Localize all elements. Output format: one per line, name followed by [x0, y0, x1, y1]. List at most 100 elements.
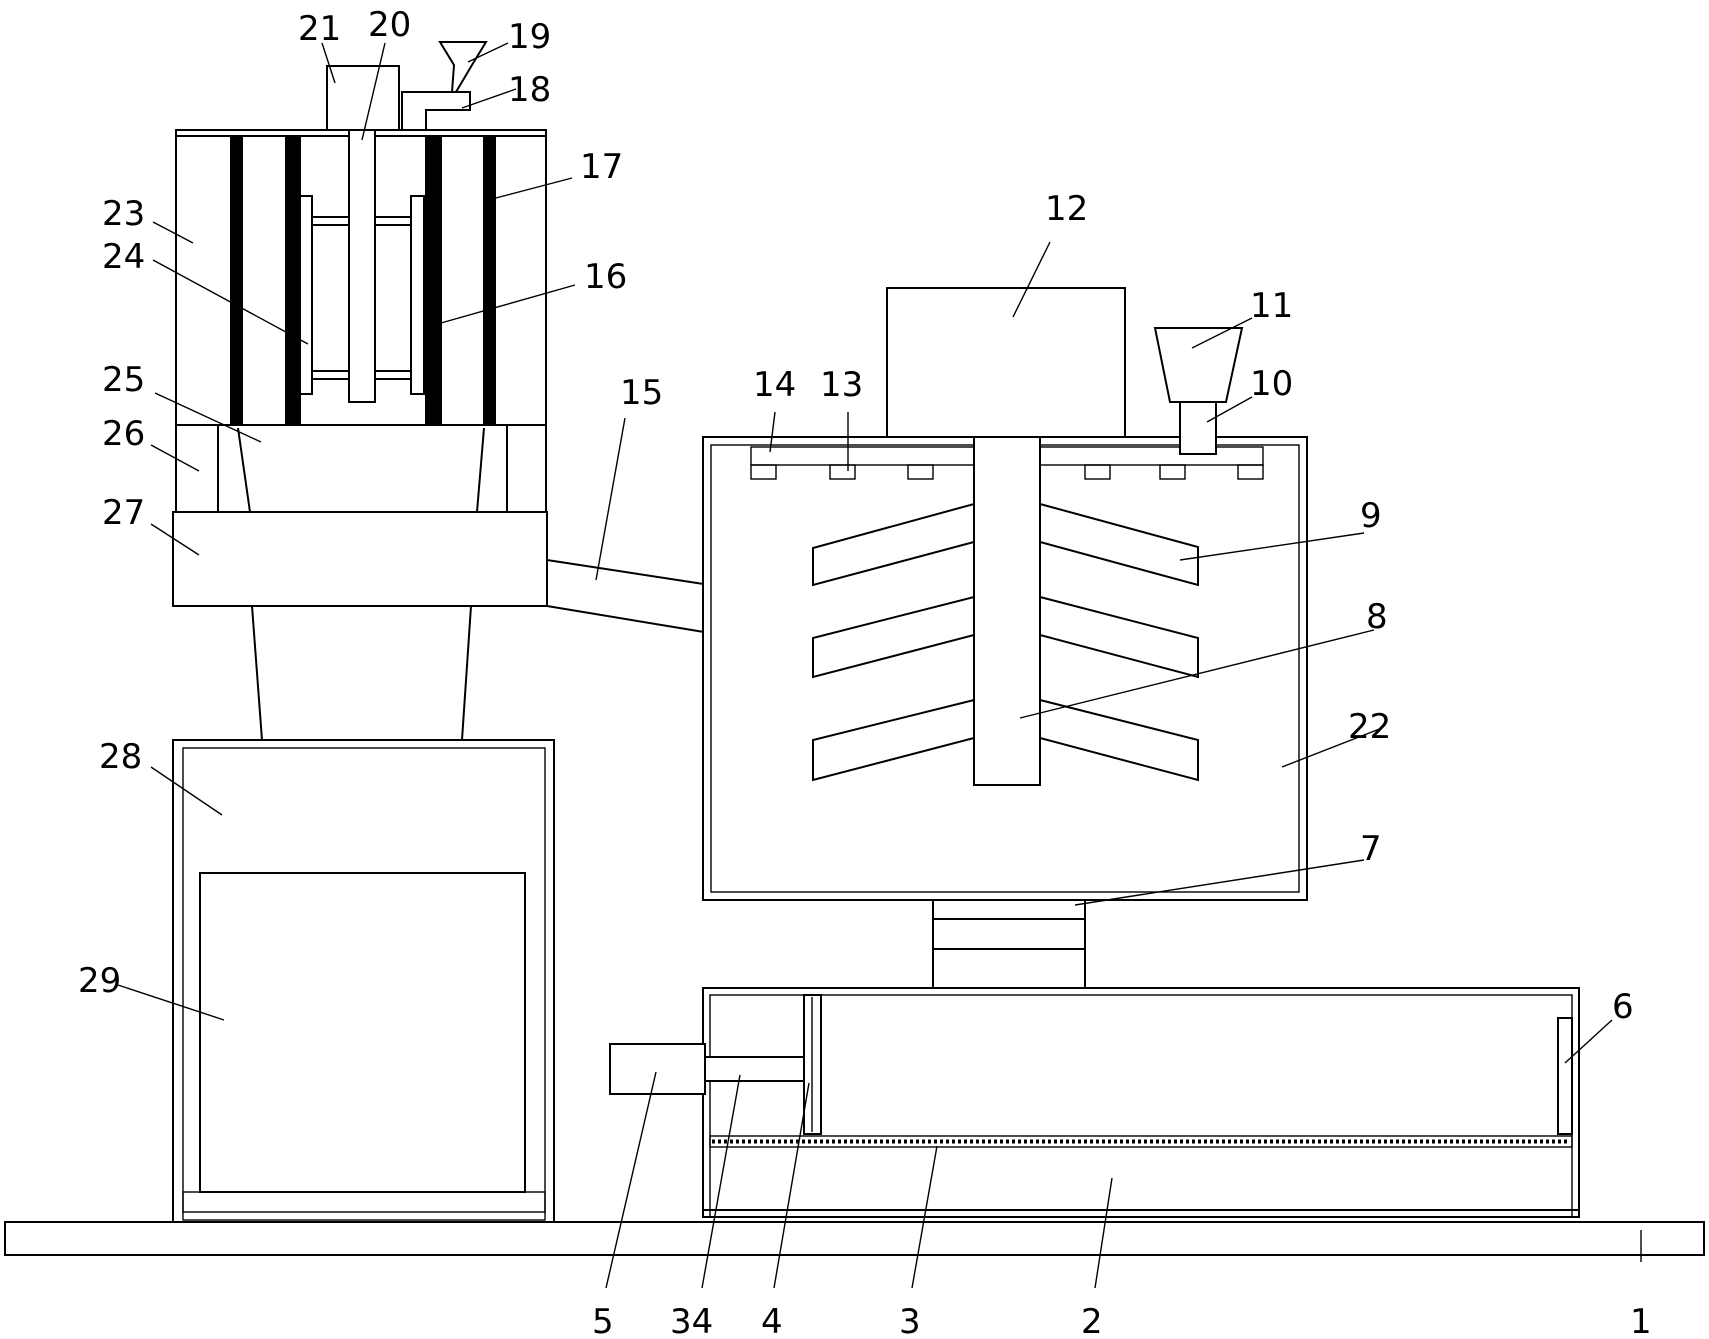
funnel-left: [237, 427, 251, 513]
label-6: 6: [1612, 987, 1634, 1027]
blade-right-1: [1039, 502, 1199, 587]
leader-24: [152, 259, 309, 345]
label-2: 2: [1081, 1302, 1103, 1339]
funnel-right: [476, 427, 485, 513]
label-11: 11: [1250, 286, 1293, 326]
push-rod: [704, 1056, 805, 1082]
blade-right-2: [1039, 595, 1199, 679]
small-hopper: [438, 41, 488, 93]
screen-bar-3: [425, 136, 442, 425]
base-plate: [4, 1221, 1705, 1256]
rod-right-top: [374, 216, 412, 226]
label-10: 10: [1250, 364, 1293, 404]
pipe-bottom: [546, 605, 711, 634]
nozzle-1: [750, 464, 777, 480]
label-9: 9: [1360, 496, 1382, 536]
label-22: 22: [1348, 707, 1391, 747]
label-28: 28: [99, 737, 142, 777]
leader-5: [605, 1071, 657, 1289]
nozzle-3: [907, 464, 934, 480]
label-23: 23: [102, 194, 145, 234]
push-cylinder: [609, 1043, 706, 1095]
label-8: 8: [1366, 597, 1388, 637]
inlet-pipe: [1179, 401, 1217, 455]
rod-right-bottom: [374, 370, 412, 380]
leader-11: [1191, 317, 1253, 349]
blade-left-2: [812, 595, 975, 679]
stirring-blades: [812, 502, 1199, 782]
chute-left: [251, 605, 263, 741]
screen-bar-4: [483, 136, 496, 425]
label-27: 27: [102, 493, 145, 533]
label-26: 26: [102, 414, 145, 454]
label-3: 3: [899, 1302, 921, 1339]
leader-20: [361, 42, 386, 141]
stirring-shaft: [973, 436, 1041, 786]
rod-left-bottom: [311, 370, 350, 380]
leader-8: [1019, 629, 1375, 719]
spray-nozzles: [750, 464, 1264, 480]
leader-6: [1564, 1019, 1613, 1064]
leader-23: [152, 221, 194, 244]
leader-14: [769, 411, 776, 453]
central-shaft: [348, 129, 376, 403]
discharge-pipe: [932, 899, 1086, 989]
chute-right: [461, 605, 472, 741]
leader-4: [773, 1082, 810, 1289]
leader-19: [467, 42, 509, 63]
leader-lines: [117, 42, 1642, 1289]
leader-34: [701, 1074, 741, 1289]
label-5: 5: [592, 1302, 614, 1339]
pipe-top: [546, 559, 711, 586]
label-15: 15: [620, 373, 663, 413]
leader-10: [1206, 396, 1253, 423]
leader-18: [461, 88, 517, 109]
screen-bar-1: [230, 136, 243, 425]
leader-26: [150, 444, 200, 472]
leader-9: [1179, 532, 1365, 561]
bottom-tank: [702, 987, 1580, 1218]
label-4: 4: [761, 1302, 783, 1339]
nozzle-2: [829, 464, 856, 480]
part-labels: 1 2 3 4 5 34 6 7 8 9 10 11 12 13 14 15 1…: [78, 5, 1652, 1339]
leader-2: [1094, 1177, 1113, 1289]
leader-7: [1074, 859, 1365, 906]
leader-29: [117, 984, 225, 1021]
leader-15: [595, 417, 626, 581]
leader-16: [440, 284, 576, 324]
bin-inner-wall: [182, 747, 546, 1221]
label-13: 13: [820, 365, 863, 405]
bin-base-plate: [182, 1191, 546, 1213]
label-21: 21: [298, 9, 341, 49]
label-29: 29: [78, 961, 121, 1001]
collection-box: [172, 511, 548, 607]
screen-bar-2: [285, 136, 301, 425]
leader-22: [1281, 727, 1383, 768]
label-24: 24: [102, 237, 145, 277]
label-1: 1: [1630, 1302, 1652, 1339]
label-18: 18: [508, 70, 551, 110]
top-motor: [326, 65, 400, 131]
leader-21: [321, 42, 336, 84]
right-stopper: [1557, 1017, 1573, 1135]
leader-25: [154, 392, 262, 443]
nozzle-4: [1084, 464, 1111, 480]
label-14: 14: [753, 365, 796, 405]
leader-17: [491, 177, 573, 200]
leader-12: [1012, 241, 1051, 318]
inlet-hopper: [1153, 327, 1244, 403]
mixer-motor: [886, 287, 1126, 438]
label-7: 7: [1360, 829, 1382, 869]
label-20: 20: [368, 5, 411, 45]
filter-mesh: [709, 1135, 1573, 1148]
feed-pipe: [401, 91, 471, 130]
nozzle-6: [1237, 464, 1264, 480]
bin-container: [199, 872, 526, 1193]
rod-left-top: [311, 216, 350, 226]
blade-left-3: [812, 698, 975, 782]
label-16: 16: [584, 257, 627, 297]
nozzle-5: [1159, 464, 1186, 480]
blade-left-1: [812, 502, 975, 587]
